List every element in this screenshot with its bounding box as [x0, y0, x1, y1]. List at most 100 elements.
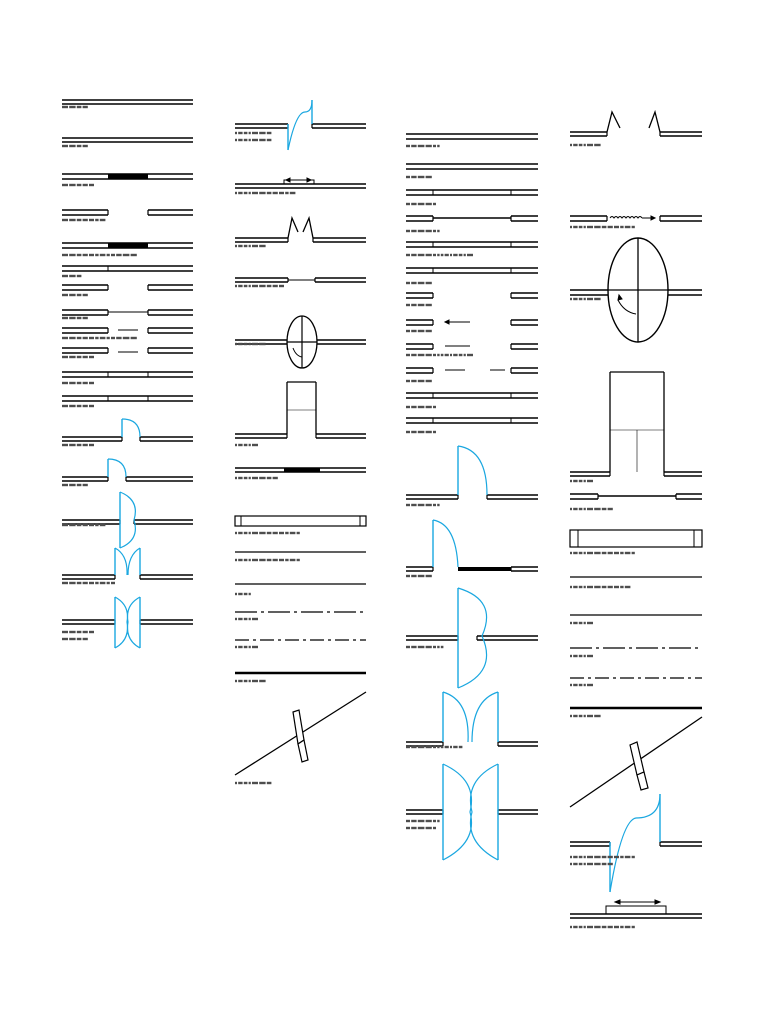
symbol-caption [406, 405, 436, 409]
frame-symbol [234, 515, 367, 527]
door-single-symbol [406, 445, 538, 500]
symbol-caption [406, 574, 432, 578]
revolving-door-symbol [235, 315, 366, 369]
symbol-caption [235, 191, 296, 195]
symbol-caption [570, 925, 635, 929]
wall-band-symbol [406, 189, 538, 196]
symbol-caption [62, 293, 88, 297]
symbol-caption [62, 381, 94, 385]
opening-symbol [406, 343, 538, 350]
opening-symbol [62, 209, 193, 216]
symbol-caption [406, 503, 440, 507]
symbol-caption [406, 303, 432, 307]
opening-symbol [62, 284, 193, 291]
symbol-caption [570, 683, 593, 687]
symbol-caption [62, 183, 94, 187]
bifold-symbol [235, 215, 366, 243]
wall-symbol [406, 163, 538, 170]
symbol-caption [406, 826, 436, 830]
symbol-caption [235, 592, 251, 596]
wall-band-symbol [62, 371, 193, 378]
symbol-caption [406, 229, 440, 233]
slide-door-symbol [570, 899, 702, 919]
wall-symbol [62, 99, 193, 105]
wall-band-symbol [570, 493, 702, 500]
symbol-caption [570, 855, 635, 859]
symbol-caption [406, 430, 436, 434]
door-double-symbol [406, 691, 538, 747]
symbol-caption [62, 637, 88, 641]
wall-band-symbol [62, 395, 193, 402]
opening-symbol [406, 292, 538, 299]
symbol-caption [406, 819, 440, 823]
door-single-symbol [62, 491, 193, 549]
symbol-caption [62, 483, 88, 487]
symbol-caption [235, 284, 284, 288]
symbol-caption [235, 443, 258, 447]
symbol-caption [406, 745, 463, 749]
opening-symbol [406, 215, 538, 222]
opening-symbol [62, 309, 193, 316]
symbol-caption [62, 355, 94, 359]
symbol-caption [235, 781, 272, 785]
symbol-caption [406, 645, 444, 649]
symbol-caption [62, 443, 94, 447]
door-s-curve-symbol [235, 99, 366, 151]
symbol-caption [570, 225, 635, 229]
symbol-caption [235, 476, 278, 480]
symbol-caption [235, 342, 266, 346]
door-single-symbol [406, 519, 538, 572]
wall-band-symbol [62, 242, 193, 249]
symbol-caption [62, 630, 94, 634]
symbol-caption [62, 253, 137, 257]
symbol-caption [570, 507, 613, 511]
bifold-symbol [570, 109, 702, 137]
symbol-caption [406, 202, 436, 206]
door-double-symbol [406, 763, 538, 861]
wall-symbol [62, 137, 193, 143]
door-double-symbol [62, 547, 193, 580]
symbol-caption [406, 379, 432, 383]
wall-band-symbol [406, 241, 538, 248]
opening-symbol [406, 367, 538, 374]
symbol-caption [62, 581, 115, 585]
symbol-caption [570, 479, 593, 483]
symbol-caption [570, 621, 593, 625]
symbol-caption [406, 329, 432, 333]
opening-symbol [62, 347, 193, 354]
symbol-caption [235, 645, 258, 649]
door-s-curve-symbol [570, 793, 702, 893]
frame-symbol [570, 371, 702, 477]
symbol-caption [235, 617, 258, 621]
symbol-caption [235, 558, 300, 562]
symbol-caption [406, 175, 432, 179]
wall-band-symbol [406, 267, 538, 274]
revolving-door-symbol [570, 237, 702, 343]
spring-door-symbol [570, 215, 702, 222]
symbol-caption [406, 281, 432, 285]
diagonal-symbol [234, 691, 367, 776]
wall-band-symbol [62, 265, 193, 272]
symbol-caption [570, 551, 635, 555]
door-double-symbol [62, 596, 193, 649]
frame-symbol [569, 529, 703, 548]
symbol-caption [62, 144, 88, 148]
opening-symbol [406, 319, 538, 326]
symbol-caption [570, 654, 593, 658]
symbol-caption [62, 404, 94, 408]
frame-symbol [235, 381, 366, 439]
symbol-caption [570, 585, 631, 589]
symbol-caption [235, 138, 272, 142]
opening-symbol [62, 327, 193, 334]
symbol-caption [62, 336, 137, 340]
wall-band-symbol [406, 392, 538, 399]
symbols-layer [62, 99, 703, 919]
door-single-symbol [62, 458, 193, 482]
symbol-caption [235, 244, 266, 248]
symbol-caption [62, 218, 106, 222]
symbol-caption [235, 531, 300, 535]
symbol-caption [406, 253, 474, 257]
symbol-caption [62, 523, 106, 527]
